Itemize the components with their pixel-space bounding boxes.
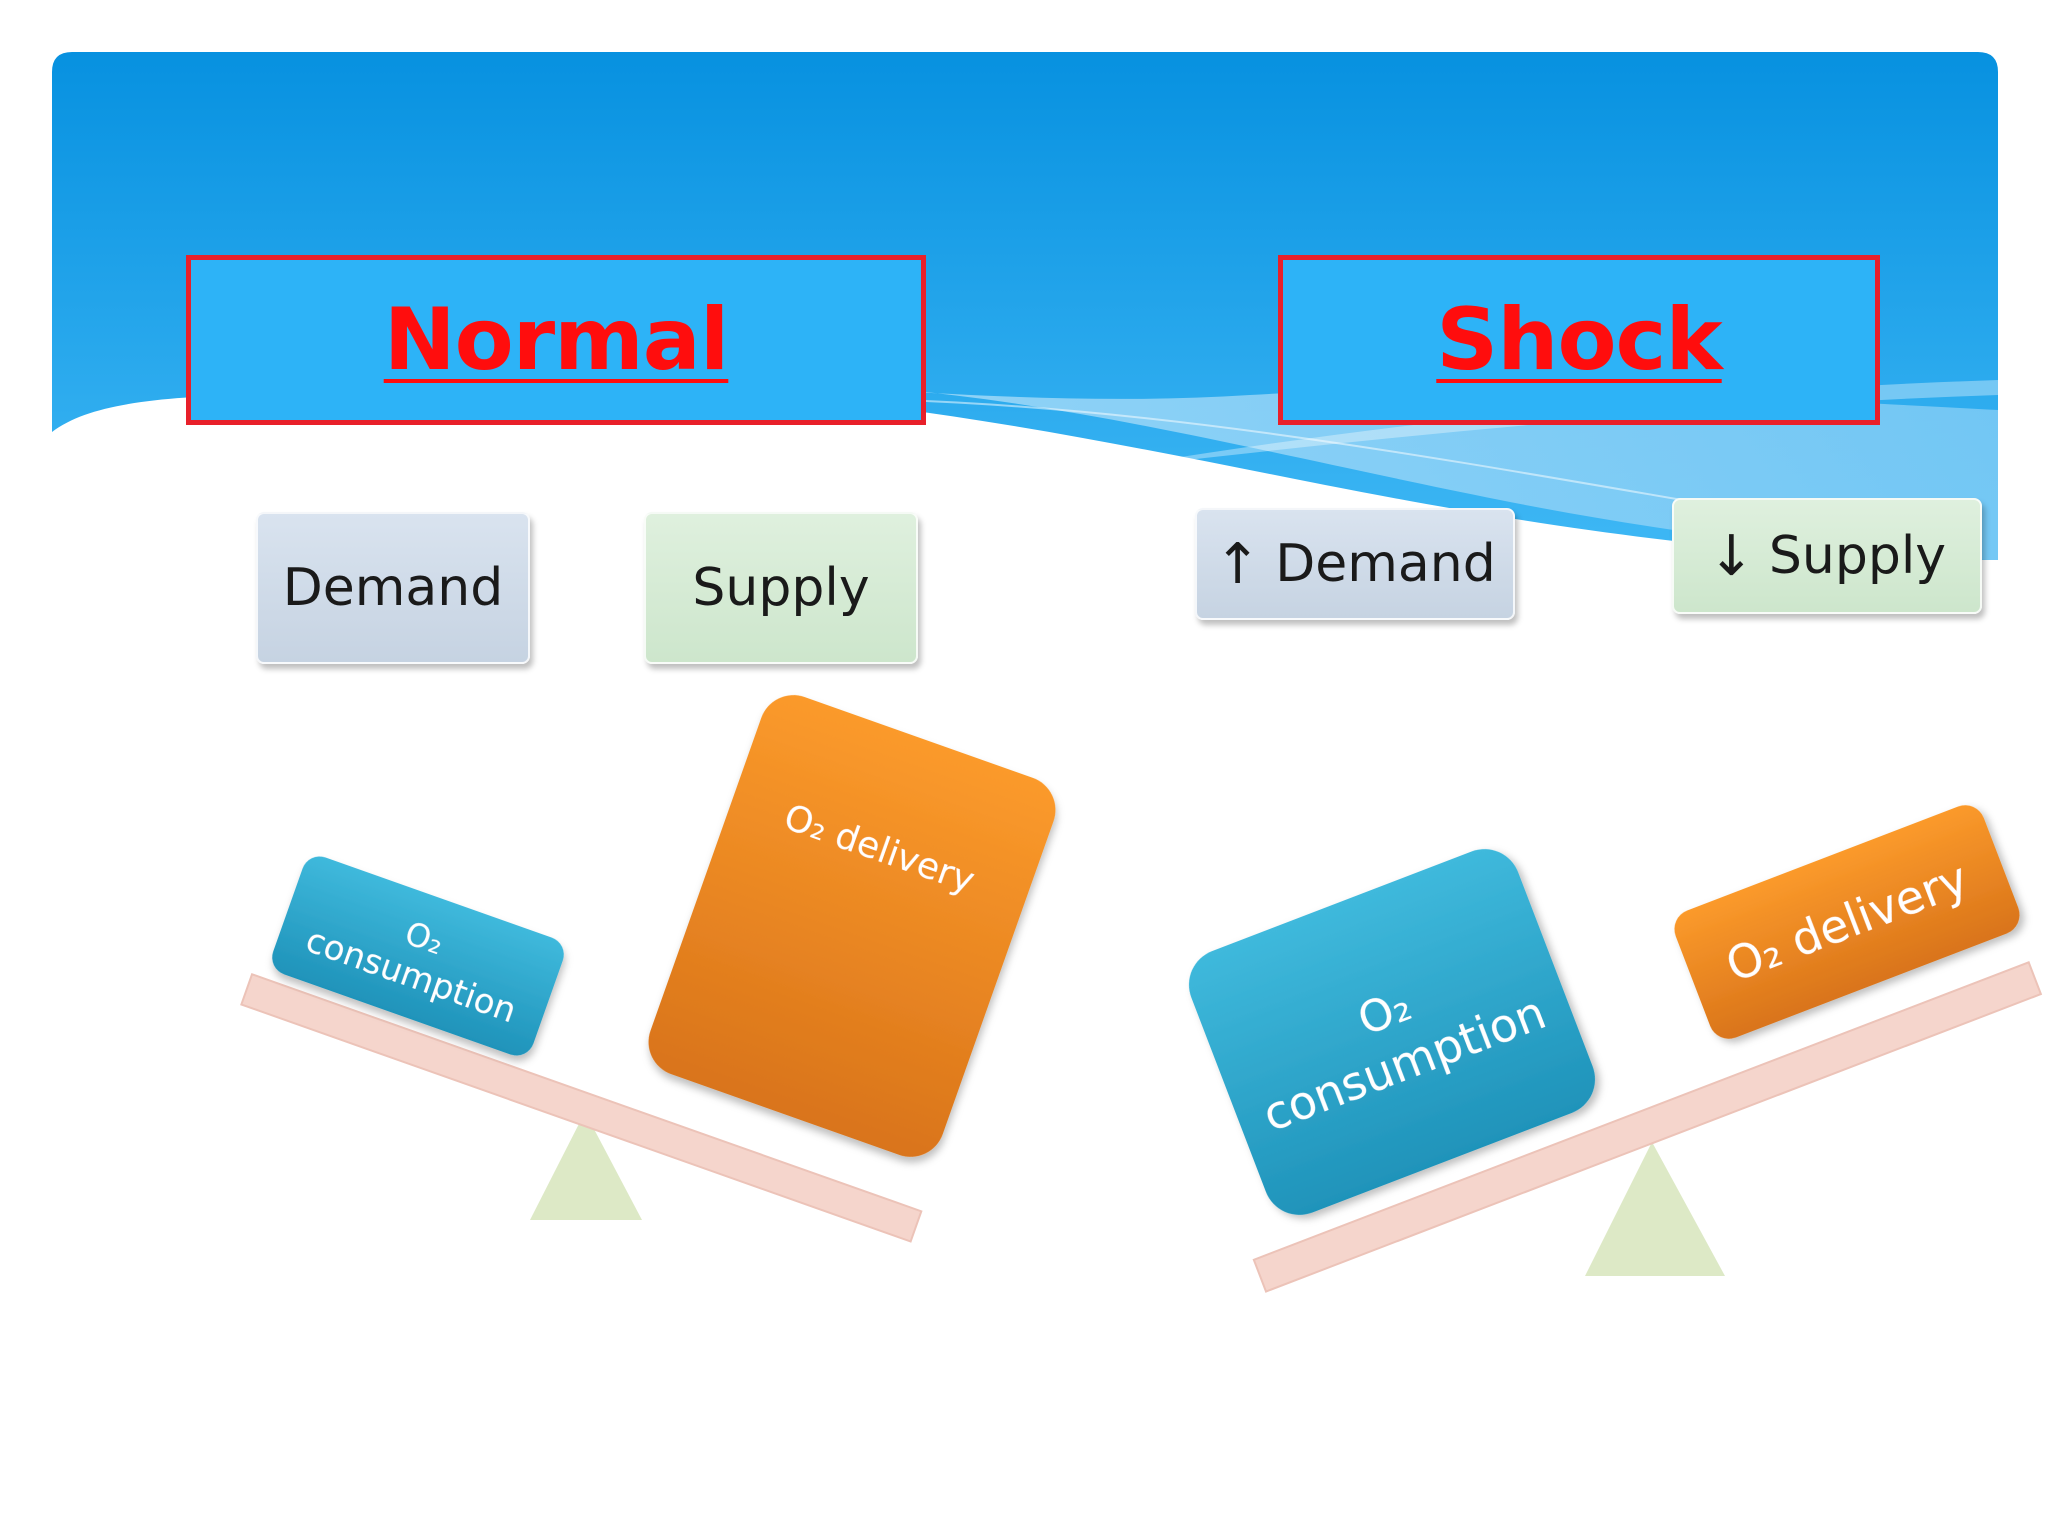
shock-beam bbox=[1252, 961, 2043, 1293]
shock-scale: O₂ consumption O₂ delivery bbox=[1188, 805, 2043, 1293]
normal-fulcrum bbox=[530, 1112, 642, 1220]
normal-supply-tag: Supply bbox=[644, 512, 918, 664]
title-normal: Normal bbox=[383, 290, 730, 390]
arrow-down-icon: ↓ bbox=[1707, 523, 1755, 589]
normal-demand-tag: Demand bbox=[256, 512, 530, 664]
title-normal-box: Normal bbox=[186, 255, 926, 425]
shock-demand-tag: ↑ Demand bbox=[1195, 508, 1515, 620]
shock-supply-label: Supply bbox=[1768, 526, 1947, 586]
normal-supply-label: Supply bbox=[692, 558, 870, 618]
title-shock-box: Shock bbox=[1278, 255, 1880, 425]
normal-consumption-block: O₂ consumption bbox=[272, 856, 564, 1056]
shock-demand-label: Demand bbox=[1275, 534, 1496, 594]
normal-demand-label: Demand bbox=[282, 558, 504, 618]
shock-consumption-block: O₂ consumption bbox=[1188, 849, 1596, 1215]
normal-delivery-block: O₂ delivery bbox=[648, 695, 1056, 1157]
shock-supply-tag: ↓ Supply bbox=[1672, 498, 1982, 614]
title-shock: Shock bbox=[1436, 290, 1722, 390]
normal-beam bbox=[240, 973, 923, 1243]
normal-scale: O₂ consumption O₂ delivery bbox=[240, 695, 1056, 1243]
shock-fulcrum bbox=[1585, 1142, 1725, 1276]
arrow-up-icon: ↑ bbox=[1214, 531, 1262, 597]
